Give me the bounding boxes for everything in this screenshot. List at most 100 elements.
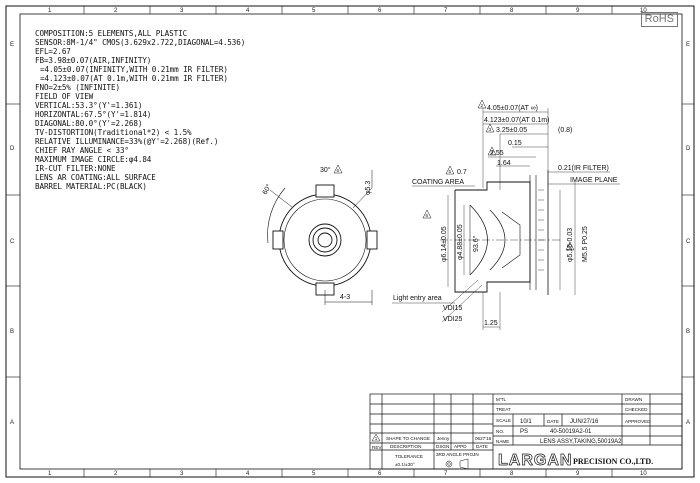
spec-barrel: BARREL MATERIAL:PC(BLACK) [35,182,147,191]
flag-num: 3 [489,127,492,132]
dim-4-3: 4-3 [340,294,350,301]
dim-3-25: 3.25±0.05 [496,127,527,134]
side-view [392,108,620,330]
flag-num: 6 [337,168,340,173]
scale-label: SCALE [496,418,511,423]
row-label: A [686,420,690,426]
row-label: D [686,146,691,152]
approved-label: APPROVED [625,419,651,424]
dia-5-15: φ5.15-0.03 [567,228,574,262]
flag-num: 2 [481,103,484,108]
side-view-labels: 4.05±0.07(AT ∞) 4.123±0.07(AT 0.1m) 3.25… [393,99,618,327]
spec-fov: FIELD OF VIEW [35,92,94,101]
title-block-text: M'TL TREAT SCALE 10/1 DATE JUN/27/16 NO.… [371,397,653,470]
col-label: 7 [444,8,448,14]
revision-flag-icon [487,146,497,156]
spec-fb-near: =4.123±0.07(AT 0.1m,WITH 0.21mm IR FILTE… [40,74,228,83]
dim-0-15: 0.15 [508,140,522,147]
row-label: C [686,239,691,245]
company-subtitle: PRECISION CO.,LTD. [573,457,653,466]
angle-60: 60° [261,183,273,196]
spec-diagonal: DIAGONAL:80.0°(Y'=2.268) [35,119,143,128]
outer-frame [5,5,695,478]
spec-cra: CHIEF RAY ANGLE < 33° [35,146,129,155]
column-labels: 1 2 3 4 5 6 7 8 9 10 1 2 3 4 5 6 7 8 9 1… [48,8,647,477]
col-label: 1 [48,8,52,14]
date-value: JUN/27/16 [570,419,599,425]
spec-horizontal: HORIZONTAL:67.5°(Y'=1.814) [35,110,152,119]
dim-4-123: 4.123±0.07(AT 0.1m) [484,117,549,124]
spec-efl: EFL=2.67 [35,47,71,56]
angle-93-6: 93.6° [472,235,480,252]
col-label: 3 [180,471,184,477]
rev-desc: SHAPE TO CHANGE [386,436,430,441]
spec-illuminance: RELATIVE ILLUMINANCE=33%(@Y'=2.268)(Ref.… [35,137,219,146]
col-label: 4 [246,8,250,14]
spec-fb-ir: =4.05±0.07(INFINITY,WITH 0.21mm IR FILTE… [40,65,228,74]
spec-vertical: VERTICAL:53.3°(Y'=1.361) [35,101,143,110]
no-label: NO. [496,429,504,434]
date-label: DATE [547,419,559,424]
coating-area-label: COATING AREA [412,179,464,186]
front-view [267,170,378,305]
col-label: 1 [48,471,52,477]
col-label: 5 [312,471,316,477]
row-label: C [10,239,15,245]
vdi15-label: VDI15 [443,305,463,312]
row-label: E [686,42,690,48]
rev-by: Jenny [437,436,450,441]
vdi25-label: VDI25 [443,316,463,323]
revision-flag-icon [371,433,381,442]
treat-label: TREAT [496,407,511,412]
spec-ir-cut: IR-CUT FILTER:NONE [35,164,116,173]
dim-0-7: 0.7 [457,169,467,176]
revision-flag-icon [333,164,343,174]
spec-fno: FNO=2±5% (INFINITE) [35,83,120,92]
dim-2-55: 2.55 [490,150,504,157]
row-label: B [686,329,690,335]
rev-num: 1 [375,436,378,441]
col-label: 9 [576,471,580,477]
col-label: 7 [444,471,448,477]
rev-date: 0627'16 [475,436,492,441]
revision-flag-icon [422,209,432,219]
projection-symbol-icon [445,458,469,470]
spec-composition: COMPOSITION:5 ELEMENTS,ALL PLASTIC [35,29,188,38]
ps-value: PS [520,429,528,435]
flag-num: 9 [569,245,572,250]
row-label: A [10,420,14,426]
col-label: 10 [640,8,647,14]
thread-m5-5: M5.5 P0.25 [582,226,589,262]
col-label: 6 [378,8,382,14]
col-label: 6 [378,471,382,477]
spec-ar-coating: LENS AR COATING:ALL SURFACE [35,173,156,182]
dia-5-3: φ5.3 [365,181,372,195]
hdr-dsgn: DSGN [436,444,449,449]
hdr-description: DESCRIPTION [390,444,421,449]
flag-num: 6 [426,213,429,218]
row-label: E [10,42,14,48]
drawing-number: 40-50019A2-01 [550,429,592,435]
image-plane-label: IMAGE PLANE [570,177,618,184]
col-label: 8 [510,471,514,477]
dim-4-05: 4.05±0.07(AT ∞) [487,105,538,112]
dim-1-25: 1.25 [484,320,498,327]
row-label: B [10,329,14,335]
dim-0-8: (0.8) [558,127,572,134]
light-entry-label: Light entry area [393,295,442,302]
col-label: 5 [312,8,316,14]
projection-label: 3RD ANGLE PROJN [436,452,479,457]
company-logo: LARGAN [498,452,572,469]
col-label: 9 [576,8,580,14]
tolerance-value: ±0.1/±30° [395,462,415,467]
col-label: 2 [114,471,118,477]
spec-sensor: SENSOR:8M-1/4" CMOS(3.629x2.722,DIAGONAL… [35,38,246,47]
col-label: 8 [510,8,514,14]
dim-1-64: 1.64 [497,160,511,167]
scale-value: 10/1 [520,419,532,425]
title-block [369,393,683,470]
spec-fb: FB=3.98±0.07(AIR,INFINITY) [35,56,152,65]
dia-6-14: φ6.14±0.05 [441,226,448,262]
inner-frame [19,13,683,470]
